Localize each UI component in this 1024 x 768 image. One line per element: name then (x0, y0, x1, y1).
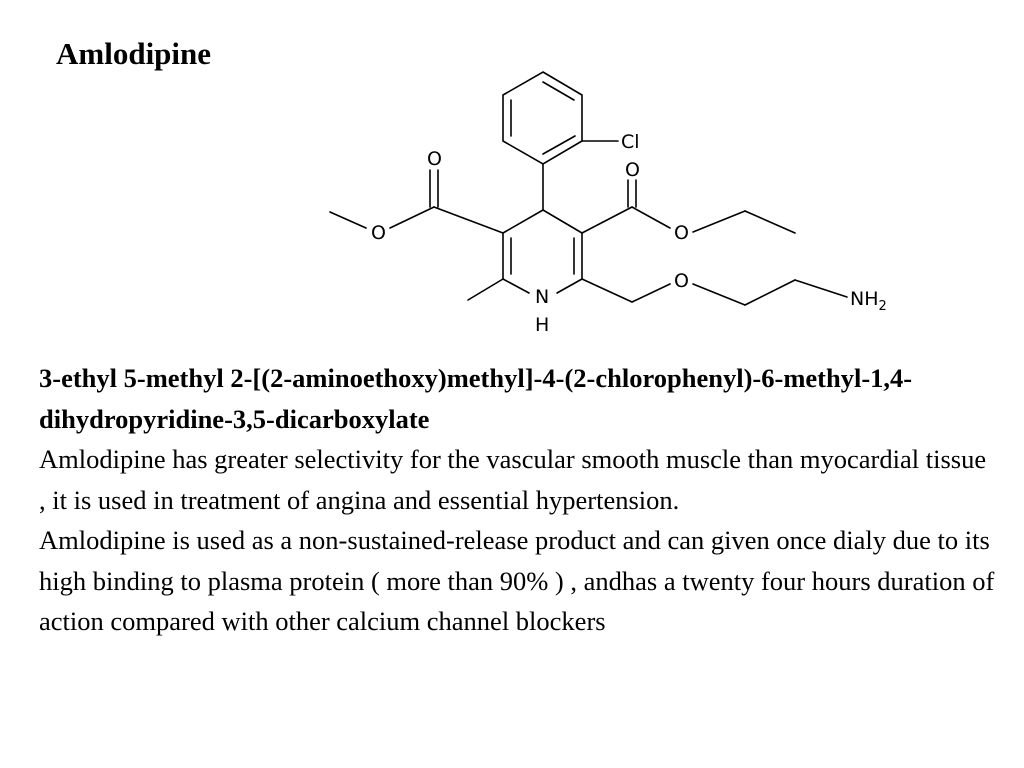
amine-nh-text: NH (850, 288, 879, 310)
slide-body: 3-ethyl 5-methyl 2-[(2-aminoethoxy)methy… (39, 358, 999, 642)
iupac-name: 3-ethyl 5-methyl 2-[(2-aminoethoxy)methy… (39, 363, 913, 434)
amine-label: NH2 (850, 288, 887, 314)
ester-oxygen-left-label: O (371, 222, 386, 244)
amlodipine-structure-diagram: Cl O O O O O N H NH2 (300, 60, 940, 350)
c6-methyl-bond (467, 278, 504, 301)
carbonyl-oxygen-left-label: O (427, 148, 442, 170)
ether-oxygen-label: O (674, 270, 689, 292)
description-paragraph-2: Amlodipine is used as a non-sustained-re… (39, 525, 995, 636)
ethyl-ester-group (581, 179, 796, 234)
chlorine-atom-label: Cl (621, 131, 640, 153)
ring-nitrogen-label: N (535, 286, 549, 308)
benzene-ring (502, 71, 583, 165)
aminoethoxymethyl-chain (581, 278, 848, 306)
slide-title: Amlodipine (56, 36, 212, 71)
ring-hydrogen-label: H (535, 314, 549, 336)
ester-oxygen-right-label: O (674, 222, 689, 244)
dihydropyridine-ring (502, 209, 583, 294)
description-paragraph-1: Amlodipine has greater selectivity for t… (39, 444, 987, 515)
methyl-ester-group (329, 169, 504, 234)
carbonyl-oxygen-right-label: O (625, 159, 640, 181)
amine-subscript-text: 2 (879, 299, 887, 314)
